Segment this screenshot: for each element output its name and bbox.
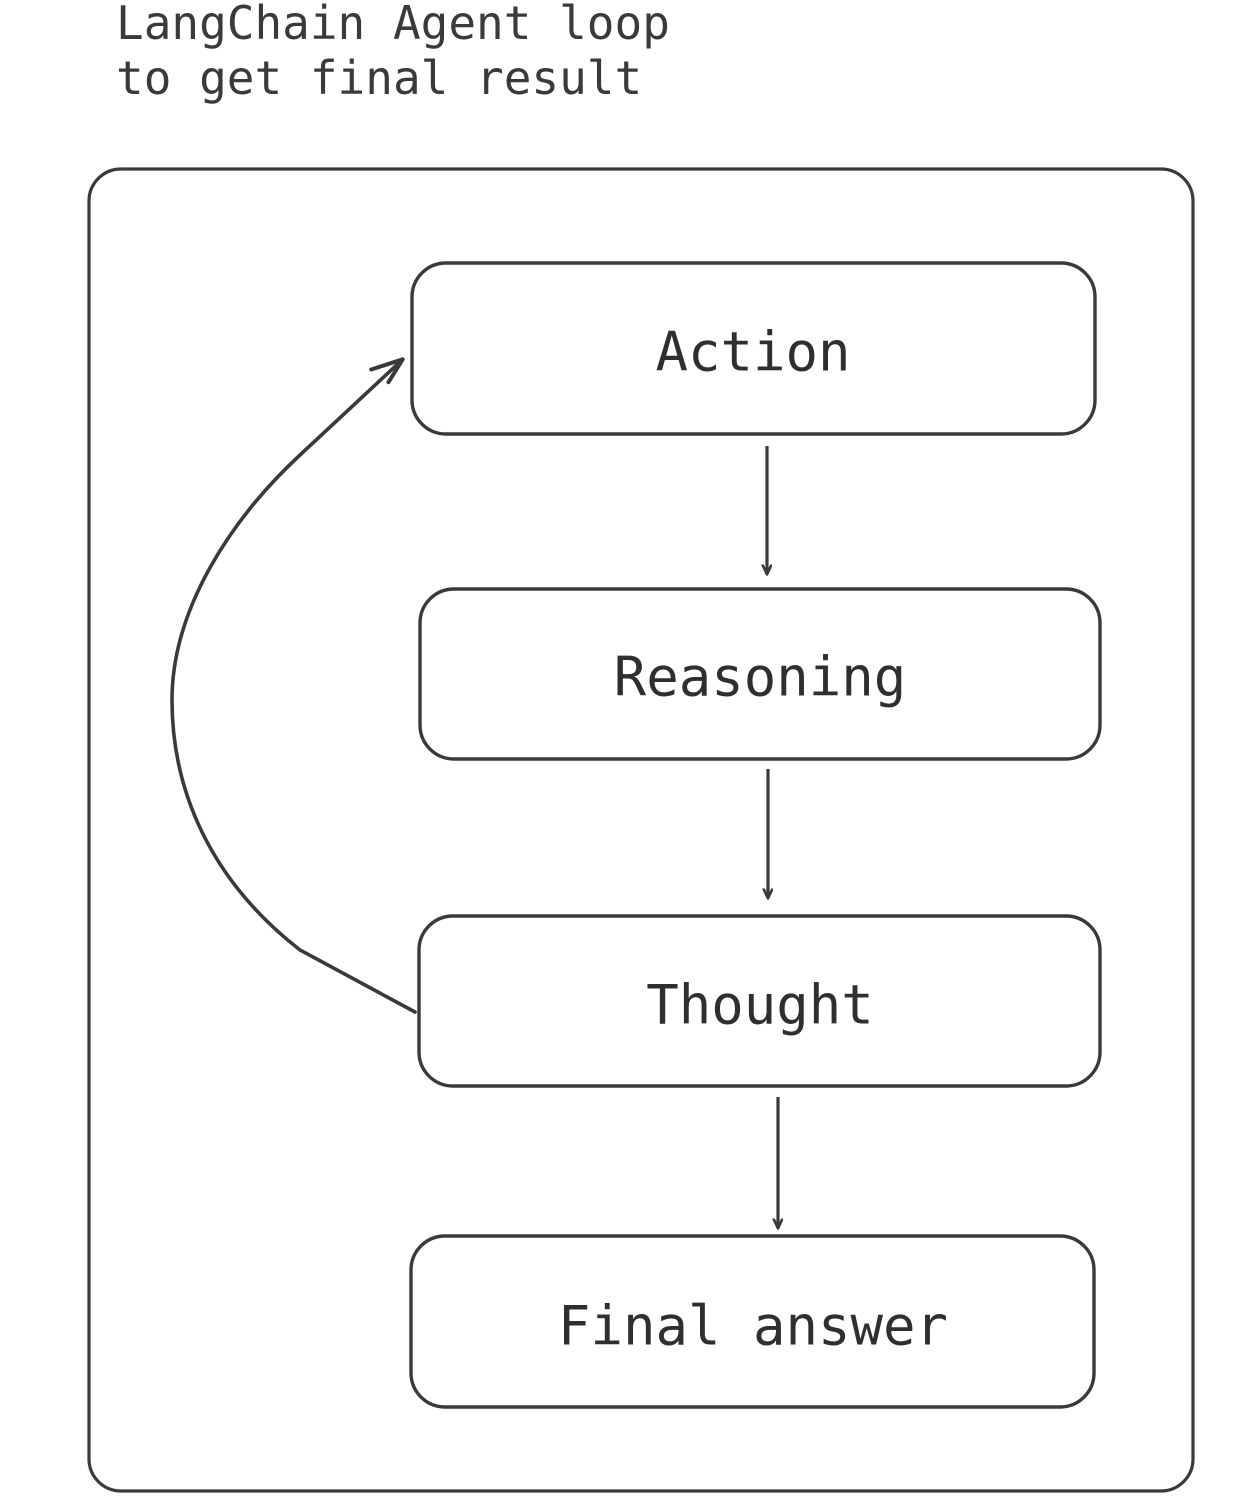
node-label-final-answer: Final answer	[557, 1294, 949, 1358]
edge-thought-to-action-loop	[170, 357, 417, 1014]
node-box-reasoning[interactable]	[418, 587, 1102, 761]
node-box-final-answer[interactable]	[409, 1234, 1096, 1409]
node-box-thought[interactable]	[417, 914, 1102, 1088]
diagram-title-line-2: to get final result	[116, 51, 643, 105]
node-label-reasoning: Reasoning	[613, 645, 907, 709]
diagram-title-line-1: LangChain Agent loop	[116, 0, 670, 50]
node-box-action[interactable]	[410, 261, 1097, 436]
node-label-thought: Thought	[646, 973, 874, 1037]
agent-loop-container	[87, 167, 1195, 1493]
node-label-action: Action	[655, 320, 851, 384]
